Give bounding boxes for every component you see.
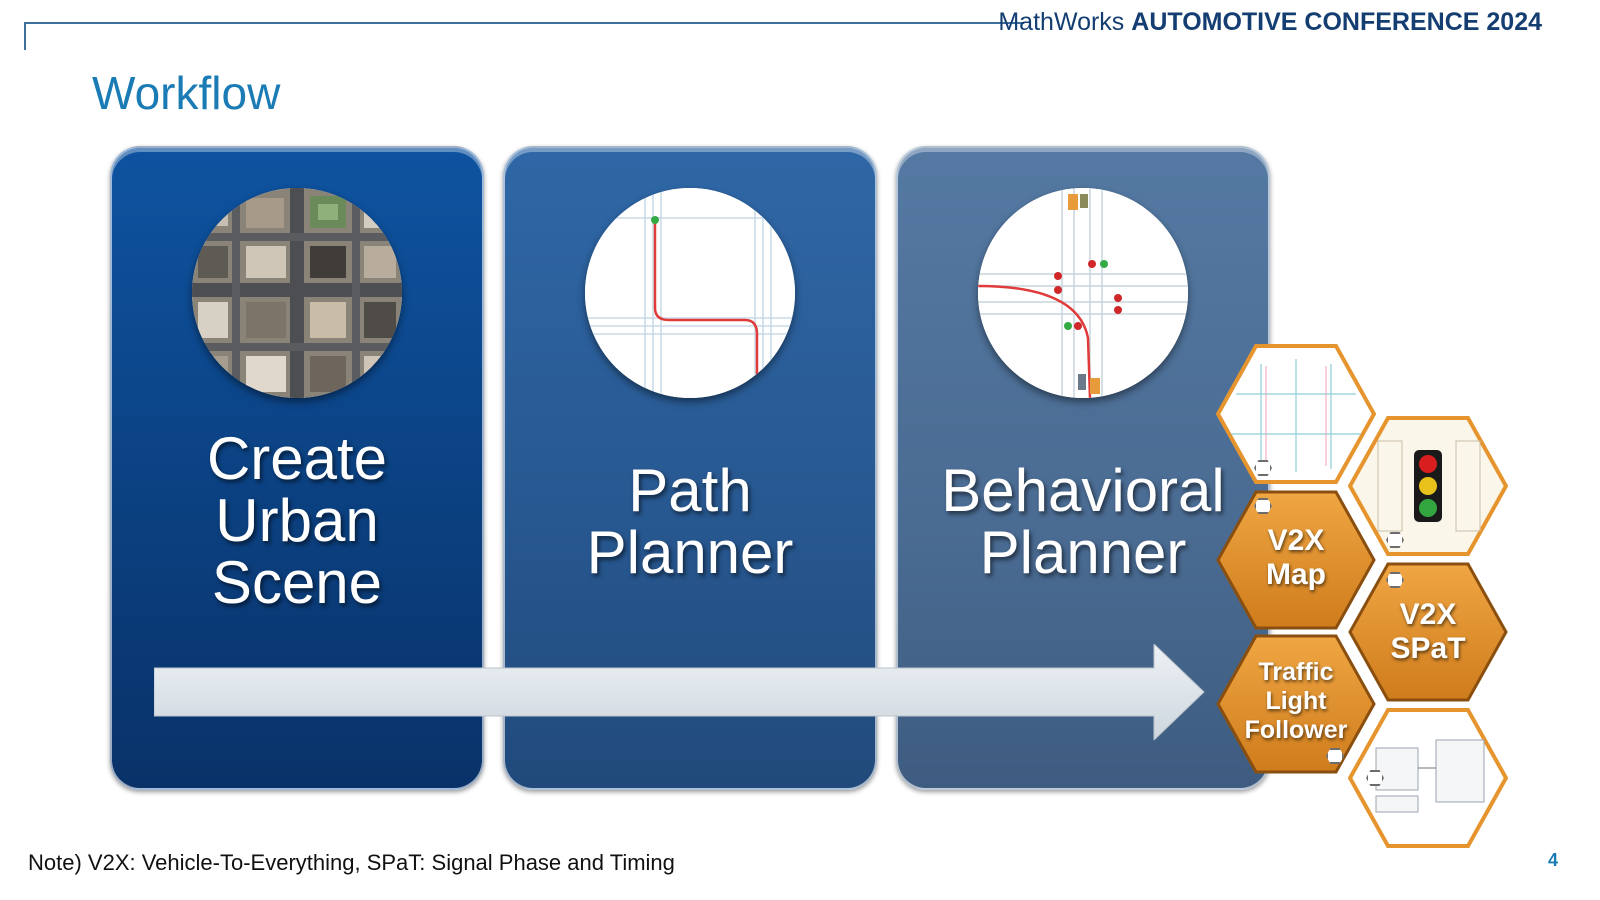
traffic-light-follower-label: Traffic Light Follower [1216, 658, 1376, 745]
hex-v2x-map[interactable]: V2X Map [1216, 490, 1376, 630]
panel-3-line-2: Planner [979, 519, 1187, 586]
panel-2-line-1: Path [628, 457, 752, 524]
tlf-line-3: Follower [1244, 716, 1348, 744]
v2x-spat-line-2: SPaT [1390, 632, 1466, 665]
hex-corner-icon [1254, 460, 1272, 476]
hex-corner-icon [1326, 748, 1344, 764]
panel-1-line-3: Scene [211, 549, 383, 616]
v2x-spat-line-1: V2X [1399, 598, 1457, 631]
tlf-line-2: Light [1265, 687, 1327, 715]
hex-traffic-light-follower[interactable]: Traffic Light Follower [1216, 634, 1376, 774]
v2x-map-line-2: Map [1266, 558, 1326, 591]
hex-block-diagram [1348, 708, 1508, 848]
path-route-icon [585, 188, 795, 398]
panel-2-label: Path Planner [505, 460, 875, 584]
panel-2-line-2: Planner [586, 519, 794, 586]
panel-1-label: Create Urban Scene [112, 428, 482, 614]
header-rule [24, 22, 1024, 24]
page-number: 4 [1547, 850, 1558, 870]
intersection-icon [978, 188, 1188, 398]
panel-3-label: Behavioral Planner [898, 460, 1268, 584]
hex-corner-icon [1386, 532, 1404, 548]
workflow-arrow [154, 644, 1205, 740]
conference-banner: MathWorks AUTOMOTIVE CONFERENCE 2024 [998, 8, 1542, 37]
hex-v2x-spat[interactable]: V2X SPaT [1348, 562, 1508, 702]
v2x-map-label: V2X Map [1216, 524, 1376, 592]
hex-corner-icon [1386, 572, 1404, 588]
event-name: AUTOMOTIVE CONFERENCE 2024 [1131, 8, 1542, 36]
panel-3-line-1: Behavioral [941, 457, 1225, 524]
hex-corner-icon [1254, 498, 1272, 514]
footnote: Note) V2X: Vehicle-To-Everything, SPaT: … [28, 850, 675, 875]
slide-title: Workflow [92, 67, 281, 119]
v2x-map-line-1: V2X [1267, 524, 1325, 557]
tlf-line-1: Traffic [1258, 658, 1334, 686]
panel-1-line-1: Create [206, 425, 388, 492]
city-aerial-icon [192, 188, 402, 398]
hex-corner-icon [1366, 770, 1384, 786]
v2x-spat-label: V2X SPaT [1348, 598, 1508, 666]
hex-traffic-light-image [1348, 416, 1508, 556]
panel-1-line-2: Urban [215, 487, 379, 554]
brand-name: MathWorks [998, 8, 1125, 36]
hex-map-screenshot [1216, 344, 1376, 484]
header-rule-tick [24, 22, 26, 50]
